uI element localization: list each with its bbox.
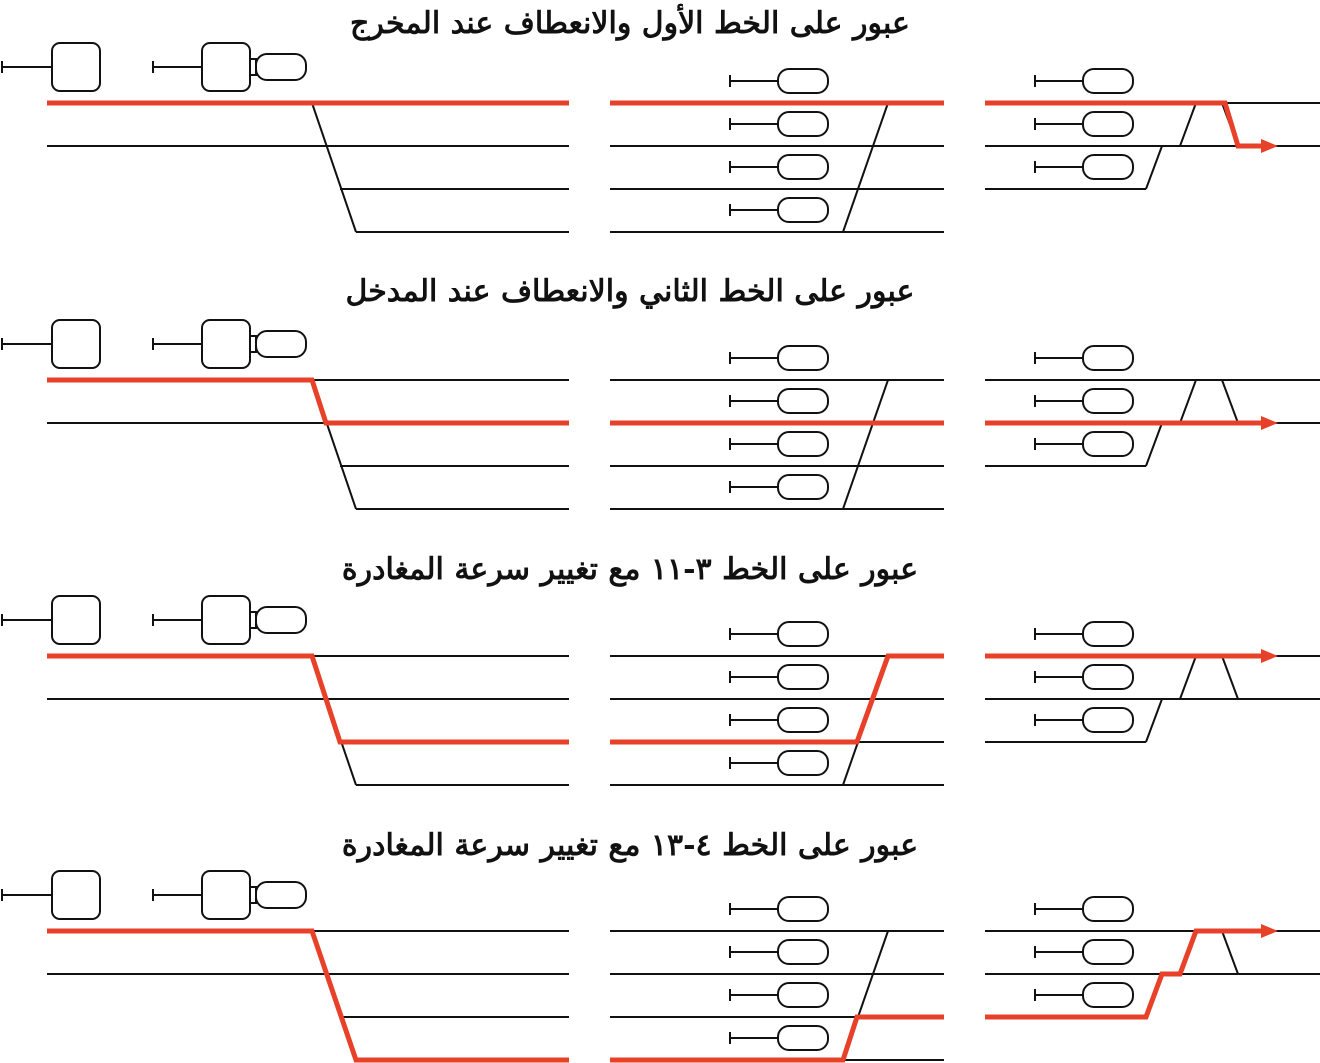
track-switch-diagonal [311,102,357,233]
track-switch-diagonal [1221,655,1239,700]
signal-lamp [777,111,829,137]
route-highlight [47,377,569,426]
signal-lamp [777,345,829,371]
panel-2-diagram [1,319,1320,510]
signal-lamp [1082,664,1134,690]
track-switch-diagonal [1179,102,1197,147]
signal-lamp [777,939,829,965]
signal-lamp [1082,707,1134,733]
route-arrowhead [1261,649,1278,663]
route-highlight [610,653,944,745]
signal-lamp [777,750,829,776]
signal-head [51,870,101,920]
panel-2-title: عبور على الخط الثاني والانعطاف عند المدخ… [345,274,915,309]
signal-lamp [1082,111,1134,137]
signal-lamp [777,197,829,223]
signal-lamp [777,664,829,690]
route-highlight [610,1014,944,1063]
track-switch-diagonal [1221,379,1239,424]
track-switch-diagonal [1145,145,1163,190]
signal-lamp [1082,154,1134,180]
panel-1-title: عبور على الخط الأول والانعطاف عند المخرج [350,6,910,41]
signal-lamp [777,1025,829,1051]
signal-lamp [777,431,829,457]
signal-head [201,595,251,645]
signal-lamp [1082,388,1134,414]
signal-head [51,319,101,369]
signal-lamp [777,982,829,1008]
track-switch-diagonal [1145,698,1163,743]
route-arrowhead [1261,416,1278,430]
signal-head [201,319,251,369]
route-arrowhead [1261,924,1278,938]
signal-lamp [1082,345,1134,371]
signal-lamp [1082,982,1134,1008]
track-switch-diagonal [842,102,889,233]
signal-lamp [1082,621,1134,647]
signal-head [201,870,251,920]
signal-head [51,42,101,92]
route-highlight [47,653,569,745]
signal-lamp [1082,896,1134,922]
panel-4-title: عبور على الخط ٤-١٣ مع تغيير سرعة المغادر… [341,828,919,863]
signal-lamp [1082,431,1134,457]
route-highlight [985,928,1262,1020]
signal-lamp [777,68,829,94]
panel-4-diagram [1,870,1320,1063]
route-arrowhead [1261,139,1278,153]
signal-head [51,595,101,645]
signal-lamp [777,388,829,414]
panel-1-diagram [1,42,1320,233]
signal-lamp [255,606,307,634]
track-switch-diagonal [1145,422,1163,467]
track-switch-diagonal [842,379,889,510]
signal-lamp [1082,939,1134,965]
panel-3-title: عبور على الخط ٣-١١ مع تغيير سرعة المغادر… [341,552,919,587]
route-highlight [985,100,1262,149]
signal-lamp [1082,68,1134,94]
signal-lamp [777,896,829,922]
track-switch-diagonal [1221,930,1239,975]
signal-lamp [777,707,829,733]
signal-head [201,42,251,92]
signal-lamp [777,621,829,647]
panel-3-diagram [1,595,1320,786]
signal-lamp [255,53,307,81]
signal-lamp [777,474,829,500]
signal-lamp [255,881,307,909]
track-switch-diagonal [1179,655,1197,700]
signal-lamp [777,154,829,180]
signal-lamp [255,330,307,358]
route-highlight [47,928,569,1063]
track-switch-diagonal [1179,379,1197,424]
